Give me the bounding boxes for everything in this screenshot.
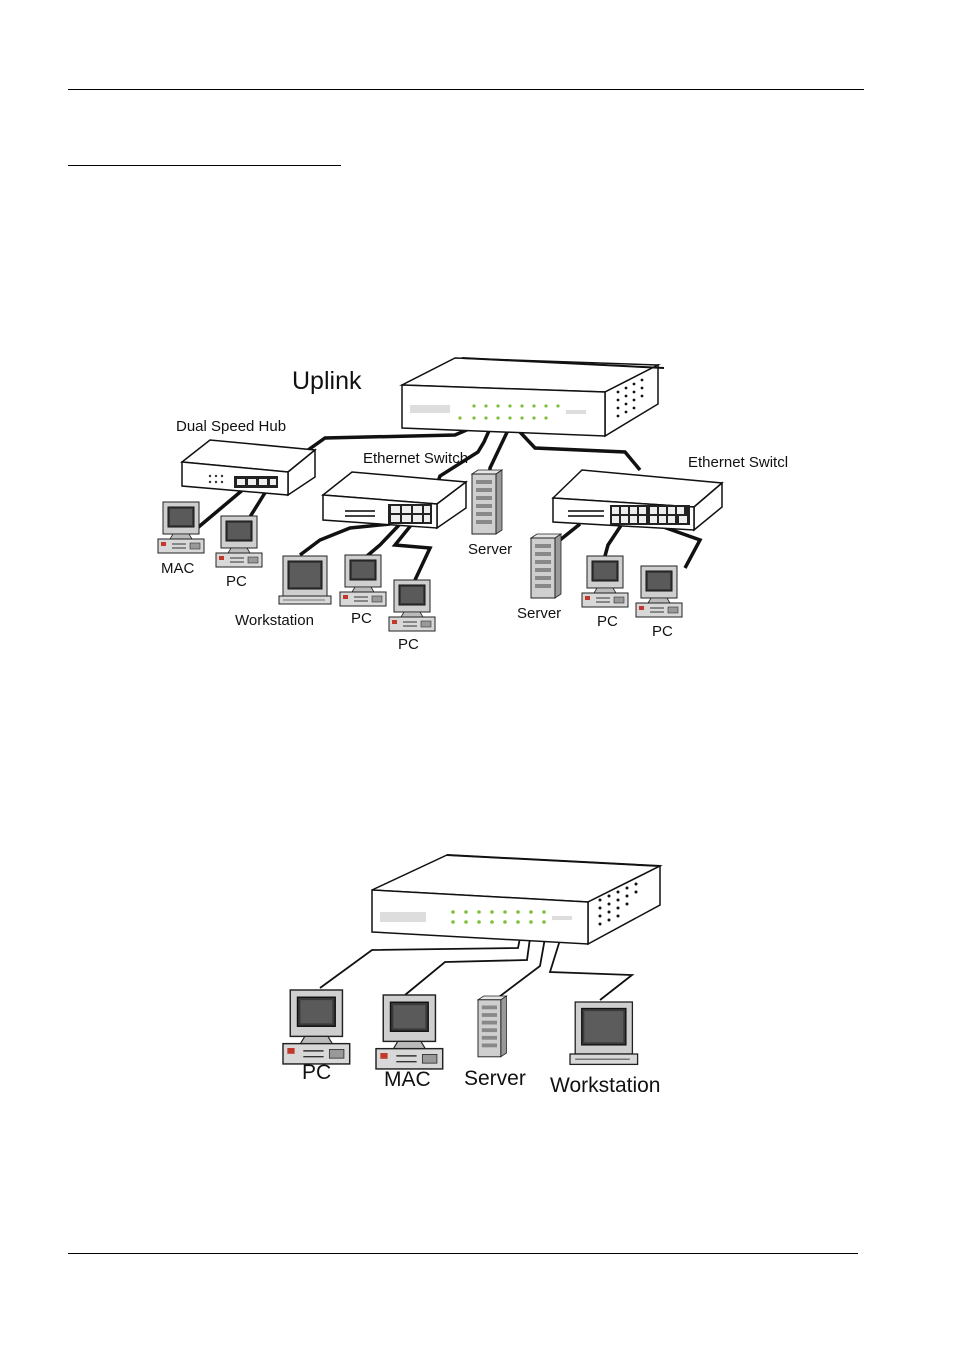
server-icon (472, 470, 502, 534)
workstation-label: Workstation (550, 1074, 661, 1097)
pc-computer-icon (340, 555, 386, 606)
main-switch (372, 855, 660, 944)
server-label: Server (517, 605, 561, 622)
uplink-title: Uplink (292, 367, 362, 395)
pc-computer-icon (216, 516, 262, 567)
switch-right-label: Ethernet Switcl (688, 454, 788, 471)
server-icon (531, 534, 561, 598)
mac-label: MAC (384, 1068, 431, 1091)
pc-label: PC (398, 636, 419, 653)
pc-label: PC (351, 610, 372, 627)
uplink-diagram: Uplink Dual Speed Hub Ethernet Switch Et… (158, 358, 788, 653)
mac-computer-icon (376, 995, 443, 1069)
workstation-icon (570, 1002, 638, 1064)
mac-label: MAC (161, 560, 195, 577)
ethernet-switch-right (553, 470, 722, 530)
pc-label: PC (597, 613, 618, 630)
pc-label: PC (226, 573, 247, 590)
pc-label: PC (652, 623, 673, 640)
server-label: Server (464, 1067, 526, 1090)
switch-middle-label: Ethernet Switch (363, 450, 468, 467)
workstation-icon (279, 556, 331, 604)
server-label: Server (468, 541, 512, 558)
workstation-label: Workstation (235, 612, 314, 629)
hub-label: Dual Speed Hub (176, 418, 286, 435)
mac-computer-icon (158, 502, 204, 553)
dual-speed-hub (182, 440, 315, 495)
uplink-switch (402, 358, 664, 436)
pc-computer-icon (389, 580, 435, 631)
ethernet-switch-middle (323, 472, 466, 528)
server-icon (478, 996, 507, 1057)
pc-computer-icon (636, 566, 682, 617)
pc-label: PC (302, 1061, 331, 1084)
pc-computer-icon (283, 990, 350, 1064)
pc-computer-icon (582, 556, 628, 607)
network-cables (320, 938, 632, 1000)
direct-connection-diagram: PC MAC Server Workstation (283, 855, 661, 1097)
